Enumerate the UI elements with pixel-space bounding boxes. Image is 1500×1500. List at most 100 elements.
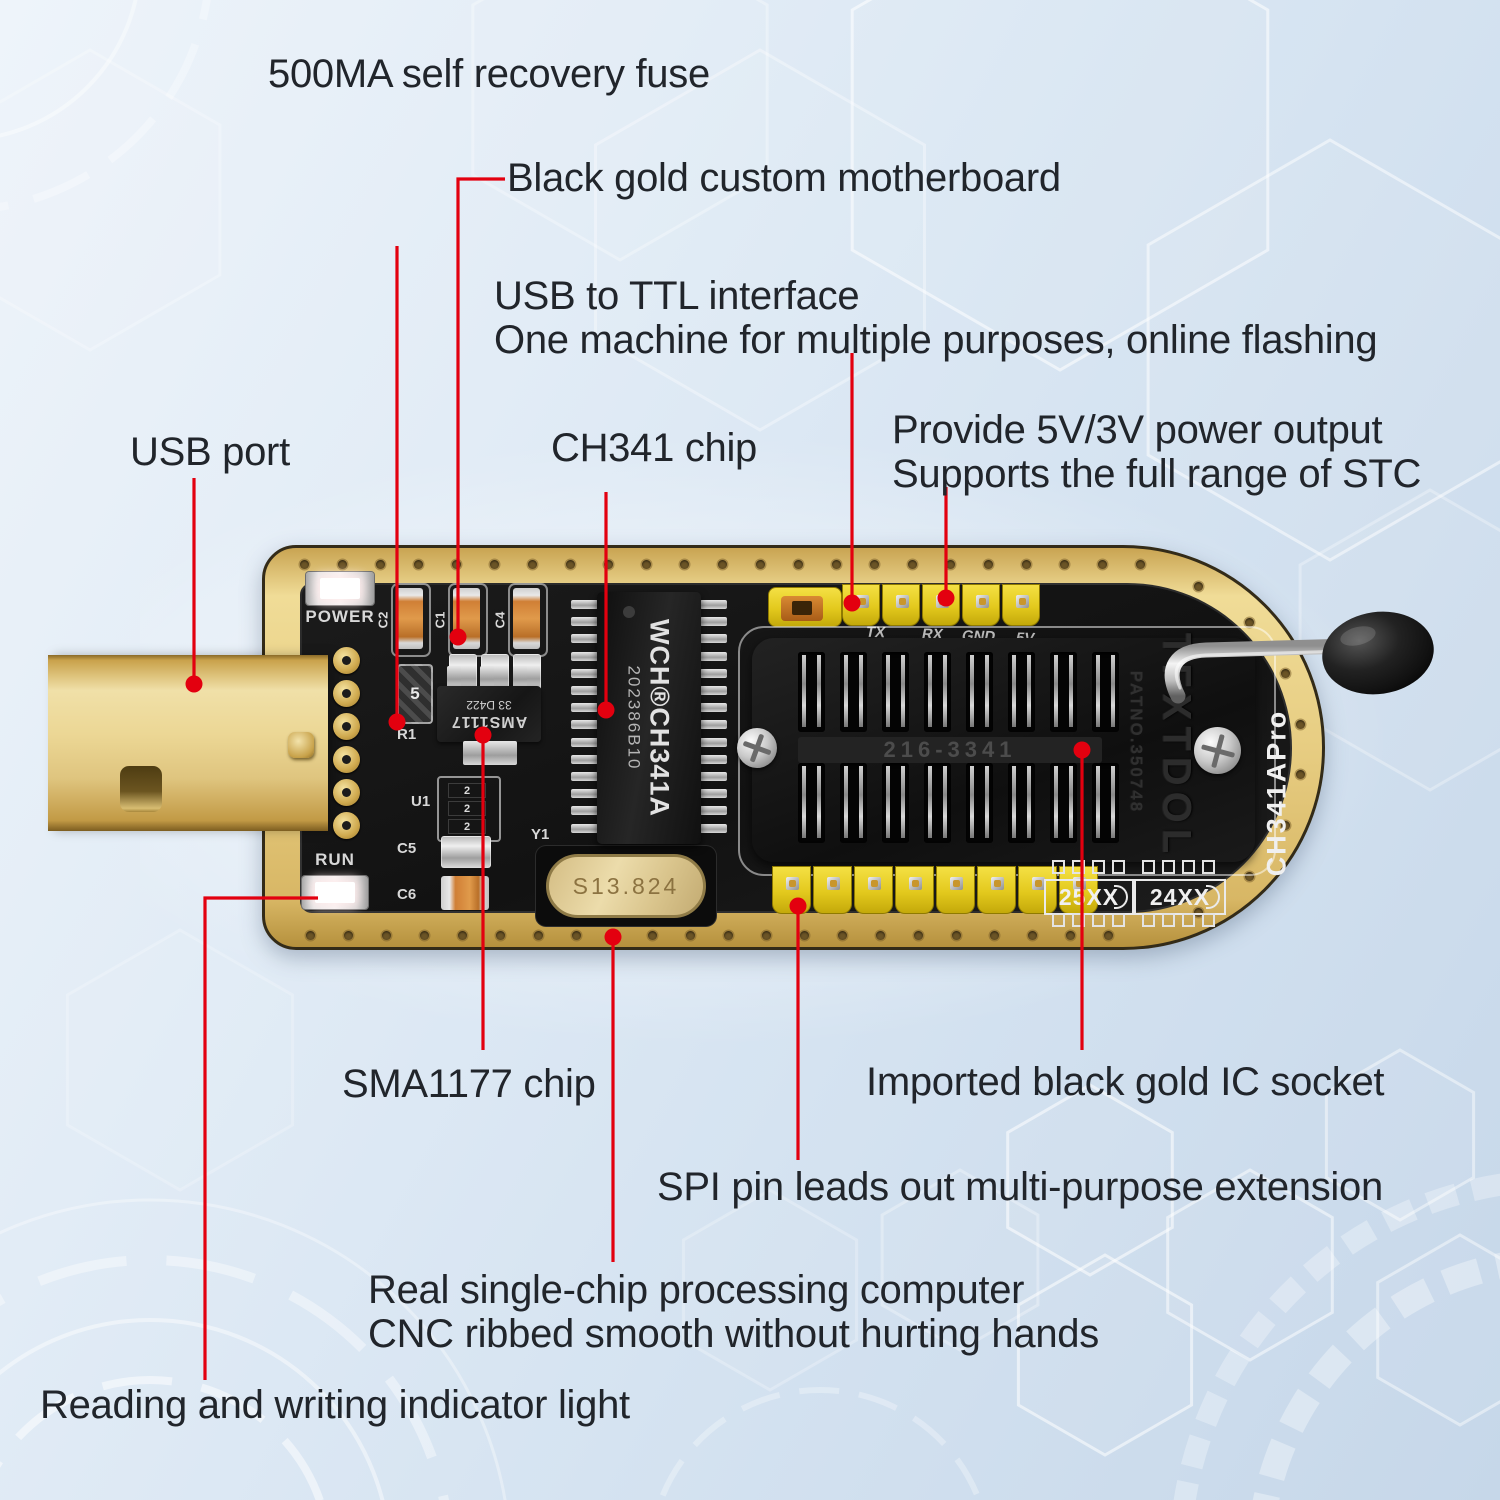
label-sma: SMA1177 chip xyxy=(342,1062,596,1106)
via-dot xyxy=(951,930,961,940)
arc-decoration xyxy=(0,0,211,211)
socket-center-bar: 216-3341 xyxy=(798,737,1102,763)
via-dot xyxy=(793,559,803,569)
zif-slot xyxy=(840,652,867,732)
header-pin-block[interactable] xyxy=(854,866,893,914)
chip-pin-right xyxy=(700,772,727,781)
header-pin-block[interactable] xyxy=(772,866,811,914)
zif-slot xyxy=(1050,763,1077,843)
header-pin-block[interactable] xyxy=(922,584,960,626)
header-pin-block[interactable] xyxy=(1018,866,1057,914)
u1-resistor: 2 xyxy=(448,801,486,816)
jumper-cap[interactable] xyxy=(781,596,823,621)
header-pin[interactable] xyxy=(827,877,840,890)
header-pin-block[interactable] xyxy=(842,584,880,626)
zif-slot xyxy=(924,652,951,732)
chip-pin-right xyxy=(700,720,727,730)
arc-decoration xyxy=(1173,1173,1500,1500)
power-led-glow xyxy=(319,577,361,600)
header-pin-block[interactable] xyxy=(882,584,920,626)
chip-pin-left xyxy=(571,823,598,833)
chip-zone-pin xyxy=(1202,860,1215,874)
header-pin[interactable] xyxy=(895,595,909,608)
capacitor-outline xyxy=(391,583,431,657)
via-dot xyxy=(1295,769,1305,779)
capacitor-label: C2 xyxy=(375,611,391,629)
via-dot xyxy=(527,559,537,569)
chip-pin-right xyxy=(700,600,727,609)
via-dot xyxy=(1021,559,1031,569)
chip-pin-left xyxy=(571,737,598,747)
u1-resistor: 2 xyxy=(448,819,486,834)
chip-pin-left xyxy=(571,754,598,764)
arc-decoration xyxy=(657,1387,983,1500)
via-dot xyxy=(837,930,847,940)
via-dot xyxy=(305,930,315,940)
header-pin[interactable] xyxy=(975,595,989,608)
chip-zone-pin xyxy=(1162,913,1175,927)
header-pin-block[interactable] xyxy=(813,866,852,914)
header-pin[interactable] xyxy=(786,877,799,890)
header-pin[interactable] xyxy=(909,877,922,890)
via-dot xyxy=(603,559,613,569)
via-dot xyxy=(1280,668,1290,678)
capacitor-c2 xyxy=(396,588,423,649)
via-dot xyxy=(1193,907,1203,917)
capacitor-c1 xyxy=(453,588,480,649)
u1-label: U1 xyxy=(411,793,431,810)
header-pin[interactable] xyxy=(935,595,949,608)
header-pin-block[interactable] xyxy=(962,584,1000,626)
zif-slot xyxy=(924,763,951,843)
chip-zone-pin xyxy=(1112,860,1125,874)
via-dot xyxy=(419,930,429,940)
via-dot xyxy=(799,930,809,940)
c5-label: C5 xyxy=(397,840,417,857)
header-pin[interactable] xyxy=(868,877,881,890)
header-pin[interactable] xyxy=(855,595,869,608)
via-dot xyxy=(717,559,727,569)
via-dot xyxy=(761,930,771,940)
via-dot xyxy=(571,930,581,940)
chip-pin-left xyxy=(571,703,598,713)
chip-pin-right xyxy=(700,651,727,661)
header-pin-block[interactable] xyxy=(895,866,934,914)
voltage-jumper-block[interactable] xyxy=(768,587,842,627)
header-pin[interactable] xyxy=(1032,877,1045,890)
via-dot xyxy=(1193,581,1203,591)
via-dot xyxy=(413,559,423,569)
chip-pin-left xyxy=(571,772,598,781)
chip-pin-left xyxy=(571,686,598,695)
via-dot xyxy=(679,559,689,569)
via-dot xyxy=(609,930,619,940)
run-led-glow xyxy=(315,881,355,904)
chip-zone-box: 25XX xyxy=(1044,879,1134,915)
header-pin[interactable] xyxy=(1015,595,1029,608)
header-pin-block[interactable] xyxy=(936,866,975,914)
y1-label: Y1 xyxy=(531,826,550,843)
arc-decoration xyxy=(1252,1252,1500,1500)
chip-pin-right xyxy=(700,703,727,713)
header-pin[interactable] xyxy=(950,877,963,890)
via-dot xyxy=(381,930,391,940)
usb-pin-pad xyxy=(333,779,360,806)
c6-label: C6 xyxy=(397,886,417,903)
chip-zone-pin xyxy=(1052,913,1065,927)
zif-slot xyxy=(1092,652,1119,732)
header-pin-block[interactable] xyxy=(977,866,1016,914)
header-pin-block[interactable] xyxy=(1002,584,1040,626)
chip-zone-pin xyxy=(1182,913,1195,927)
ch341a-marking: WCH®CH341A 202386B10 xyxy=(624,619,675,817)
usb-pin-pad xyxy=(333,812,360,839)
zif-slot xyxy=(882,652,909,732)
via-dot xyxy=(647,930,657,940)
via-dot xyxy=(869,559,879,569)
via-dot xyxy=(451,559,461,569)
usb-pin-pad xyxy=(333,680,360,707)
header-pin[interactable] xyxy=(991,877,1004,890)
via-dot xyxy=(299,559,309,569)
capacitor-label: C1 xyxy=(432,611,448,629)
zif-slot xyxy=(882,763,909,843)
via-dot xyxy=(875,930,885,940)
chip-pin-right xyxy=(700,737,727,747)
